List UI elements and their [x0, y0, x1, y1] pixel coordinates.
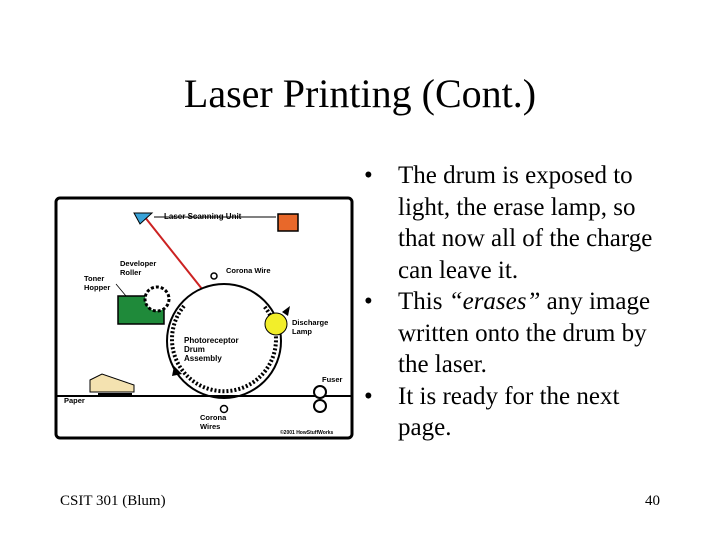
- label-discharge: Discharge: [292, 318, 328, 327]
- laser-printer-diagram: Laser Scanning Unit Toner Hopper Develop…: [54, 196, 354, 440]
- prism-icon: [133, 212, 154, 225]
- label-hopper: Hopper: [84, 283, 110, 292]
- paper-tray: [89, 373, 135, 393]
- fuser-roller-top: [313, 385, 327, 399]
- footer-course: CSIT 301 (Blum): [60, 493, 166, 509]
- bullet-list: • The drum is exposed to light, the eras…: [364, 160, 664, 444]
- bullet-text: This: [398, 288, 449, 315]
- corona-wire-top: [210, 272, 218, 280]
- bullet-text: It is ready for the next page.: [398, 382, 620, 442]
- developer-roller: [143, 285, 171, 313]
- discharge-lamp: [264, 312, 288, 336]
- bullet-item: • It is ready for the next page.: [364, 381, 664, 444]
- drum-arrow-head: [172, 366, 182, 376]
- label-fuser: Fuser: [322, 375, 343, 384]
- label-photoreceptor: Photoreceptor: [184, 336, 239, 345]
- bullet-dot-icon: •: [364, 382, 373, 410]
- bullet-text-tail: any image written onto the drum by the l…: [398, 288, 651, 378]
- bullet-dot-icon: •: [364, 288, 373, 315]
- label-toner: Toner: [84, 274, 104, 283]
- corona-wire-bottom: [219, 404, 229, 414]
- fuser-roller-bottom: [313, 399, 327, 413]
- bullet-text: The drum is exposed to light, the erase …: [398, 162, 653, 284]
- page-number: 40: [645, 493, 660, 509]
- label-corona-wire: Corona Wire: [226, 266, 271, 275]
- discharge-lamp-tip: [282, 306, 290, 316]
- slide-title: Laser Printing (Cont.): [183, 71, 537, 116]
- label-laser-scanning-unit: Laser Scanning Unit: [164, 212, 242, 221]
- paper-stack: [98, 393, 132, 397]
- drum-rotation-arrow: [170, 304, 278, 394]
- bullet-item: • The drum is exposed to light, the eras…: [364, 160, 664, 286]
- bullet-dot-icon: •: [364, 162, 373, 189]
- laser-scanning-unit: [277, 213, 299, 232]
- label-wires: Wires: [200, 422, 220, 431]
- label-assembly: Assembly: [184, 354, 222, 363]
- label-developer: Developer: [120, 259, 156, 268]
- label-roller: Roller: [120, 268, 141, 277]
- bullet-emphasis: “erases”: [448, 288, 541, 315]
- label-corona: Corona: [200, 413, 227, 422]
- photoreceptor-drum: [166, 283, 282, 399]
- label-paper: Paper: [64, 396, 85, 405]
- toner-leader: [115, 283, 127, 297]
- label-copyright: ©2001 HowStuffWorks: [280, 429, 334, 436]
- bullet-item: • This “erases” any image written onto t…: [364, 286, 664, 381]
- label-drum: Drum: [184, 345, 205, 354]
- label-lamp: Lamp: [292, 327, 312, 336]
